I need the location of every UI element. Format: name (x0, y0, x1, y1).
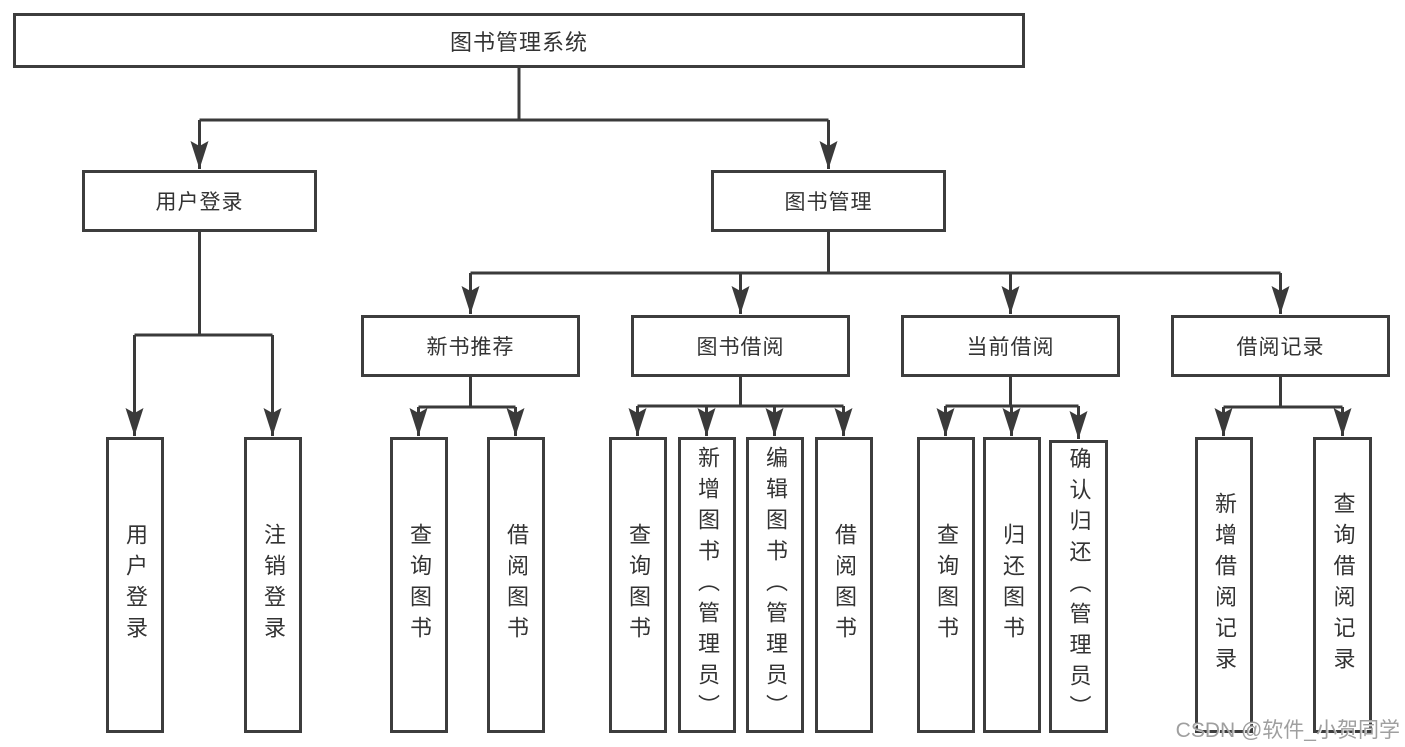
leaf-nbr-borrow-books-label: 借阅图书 (504, 523, 529, 647)
leaf-bb-add-books-admin-label: 新增图书（管理员） (695, 445, 720, 725)
leaf-bb-borrow-books: 借阅图书 (815, 437, 873, 733)
leaf-nbr-query-books-label: 查询图书 (407, 523, 432, 647)
node-user-login: 用户登录 (82, 170, 317, 232)
leaf-nbr-borrow-books: 借阅图书 (487, 437, 545, 733)
node-new-book-recommend: 新书推荐 (361, 315, 580, 377)
leaf-cb-query-books-label: 查询图书 (934, 523, 959, 647)
leaf-cb-return-books-label: 归还图书 (1000, 523, 1025, 647)
leaf-bb-edit-books-admin-label: 编辑图书（管理员） (763, 445, 788, 725)
leaf-br-query-record: 查询借阅记录 (1313, 437, 1372, 733)
leaf-cb-query-books: 查询图书 (917, 437, 975, 733)
node-book-borrow: 图书借阅 (631, 315, 850, 377)
leaf-bb-query-books-label: 查询图书 (626, 523, 651, 647)
leaf-br-query-record-label: 查询借阅记录 (1330, 492, 1356, 678)
leaf-cb-confirm-return-admin-label: 确认归还（管理员） (1066, 447, 1092, 726)
leaf-bb-edit-books-admin: 编辑图书（管理员） (746, 437, 804, 733)
leaf-bb-borrow-books-label: 借阅图书 (832, 523, 857, 647)
leaf-br-add-record: 新增借阅记录 (1195, 437, 1253, 733)
leaf-user-login: 用户登录 (106, 437, 164, 733)
node-root-system: 图书管理系统 (13, 13, 1025, 68)
leaf-bb-add-books-admin: 新增图书（管理员） (678, 437, 736, 733)
leaf-bb-query-books: 查询图书 (609, 437, 667, 733)
node-book-management: 图书管理 (711, 170, 946, 232)
node-borrow-records: 借阅记录 (1171, 315, 1390, 377)
leaf-br-add-record-label: 新增借阅记录 (1212, 492, 1237, 678)
leaf-cb-return-books: 归还图书 (983, 437, 1041, 733)
leaf-logout-label: 注销登录 (261, 523, 286, 647)
leaf-cb-confirm-return-admin: 确认归还（管理员） (1049, 440, 1108, 733)
leaf-user-login-label: 用户登录 (123, 523, 148, 647)
node-current-borrow: 当前借阅 (901, 315, 1120, 377)
leaf-nbr-query-books: 查询图书 (390, 437, 448, 733)
leaf-logout: 注销登录 (244, 437, 302, 733)
csdn-watermark: CSDN @软件_小贺同学 (1175, 719, 1400, 742)
